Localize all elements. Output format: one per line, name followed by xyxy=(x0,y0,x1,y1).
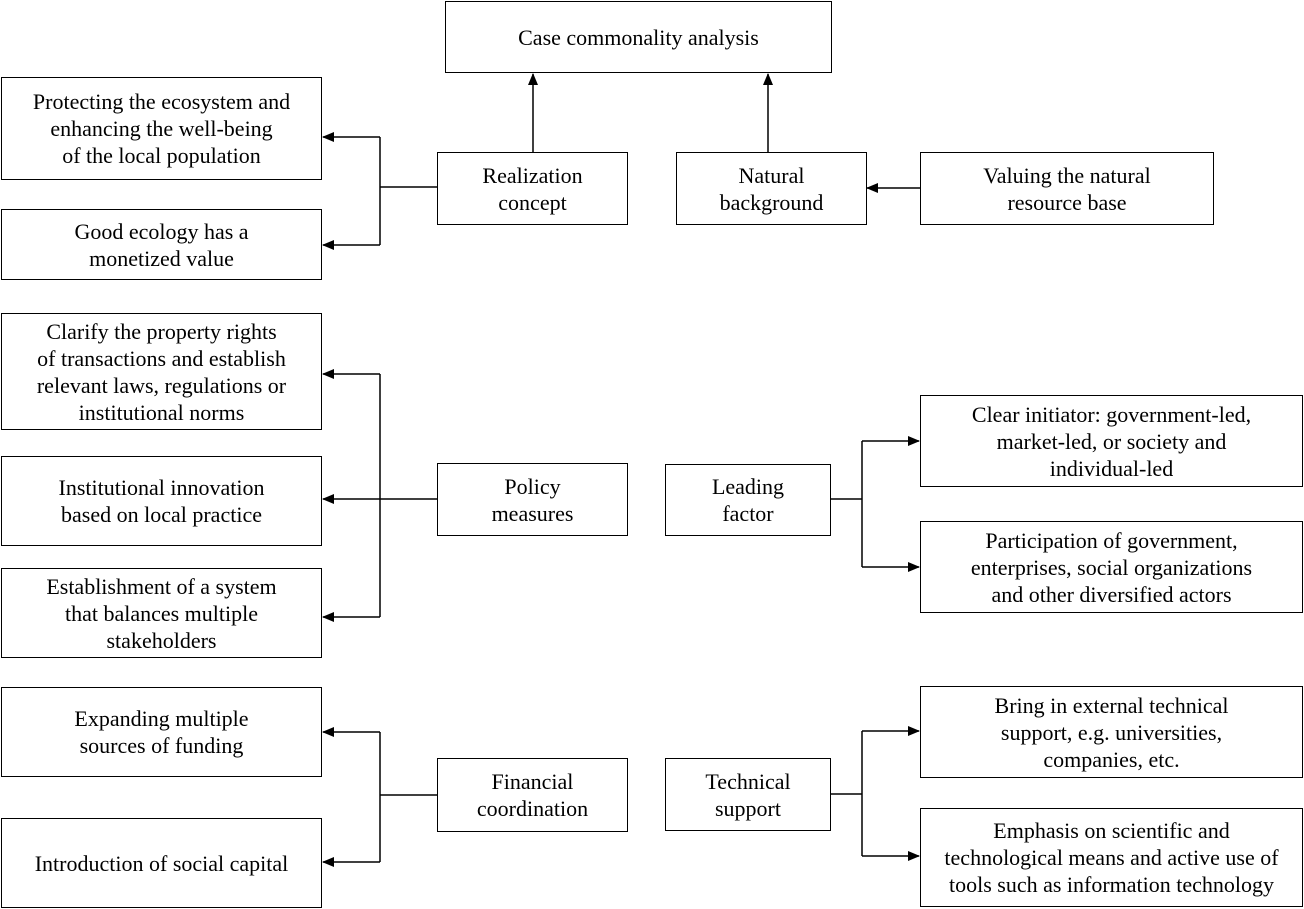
node-social-capital: Introduction of social capital xyxy=(1,818,322,908)
node-financial-coordination: Financial coordination xyxy=(437,758,628,832)
node-label: Good ecology has a monetized value xyxy=(74,218,249,271)
node-leading-factor: Leading factor xyxy=(665,464,831,536)
node-clarify-property-rights: Clarify the property rights of transacti… xyxy=(1,313,322,430)
node-label: Realization concept xyxy=(482,162,583,215)
node-label: Emphasis on scientific and technological… xyxy=(944,818,1279,897)
node-label: Expanding multiple sources of funding xyxy=(74,706,249,758)
node-label: Financial coordination xyxy=(476,769,589,821)
node-label: Natural background xyxy=(719,162,824,215)
node-technical-support: Technical support xyxy=(665,758,831,831)
node-establishment-system: Establishment of a system that balances … xyxy=(1,568,322,658)
node-emphasis-scientific: Emphasis on scientific and technological… xyxy=(920,808,1303,907)
node-label: Clarify the property rights of transacti… xyxy=(36,318,287,425)
node-participation: Participation of government, enterprises… xyxy=(920,521,1303,613)
node-case-commonality: Case commonality analysis xyxy=(445,1,832,73)
node-label: Bring in external technical support, e.g… xyxy=(994,692,1229,772)
node-label: Leading factor xyxy=(711,474,785,526)
node-bring-in-external: Bring in external technical support, e.g… xyxy=(920,686,1303,778)
node-valuing-natural-resource: Valuing the natural resource base xyxy=(920,152,1214,225)
node-label: Valuing the natural resource base xyxy=(983,162,1151,215)
node-label: Introduction of social capital xyxy=(34,850,289,876)
node-label: Institutional innovation based on local … xyxy=(58,475,265,527)
node-good-ecology: Good ecology has a monetized value xyxy=(1,209,322,280)
node-label: Policy measures xyxy=(491,473,574,526)
node-policy-measures: Policy measures xyxy=(437,463,628,536)
node-label: Technical support xyxy=(705,768,791,821)
node-label: Case commonality analysis xyxy=(518,24,759,50)
node-label: Participation of government, enterprises… xyxy=(970,527,1253,607)
node-label: Clear initiator: government-led, market-… xyxy=(971,401,1252,481)
node-label: Protecting the ecosystem and enhancing t… xyxy=(32,89,291,168)
node-label: Establishment of a system that balances … xyxy=(46,573,277,653)
node-realization-concept: Realization concept xyxy=(437,152,628,225)
node-protecting-ecosystem: Protecting the ecosystem and enhancing t… xyxy=(1,77,322,180)
node-clear-initiator: Clear initiator: government-led, market-… xyxy=(920,395,1303,487)
node-expanding-funding: Expanding multiple sources of funding xyxy=(1,687,322,777)
node-institutional-innovation: Institutional innovation based on local … xyxy=(1,456,322,546)
node-natural-background: Natural background xyxy=(676,152,867,225)
